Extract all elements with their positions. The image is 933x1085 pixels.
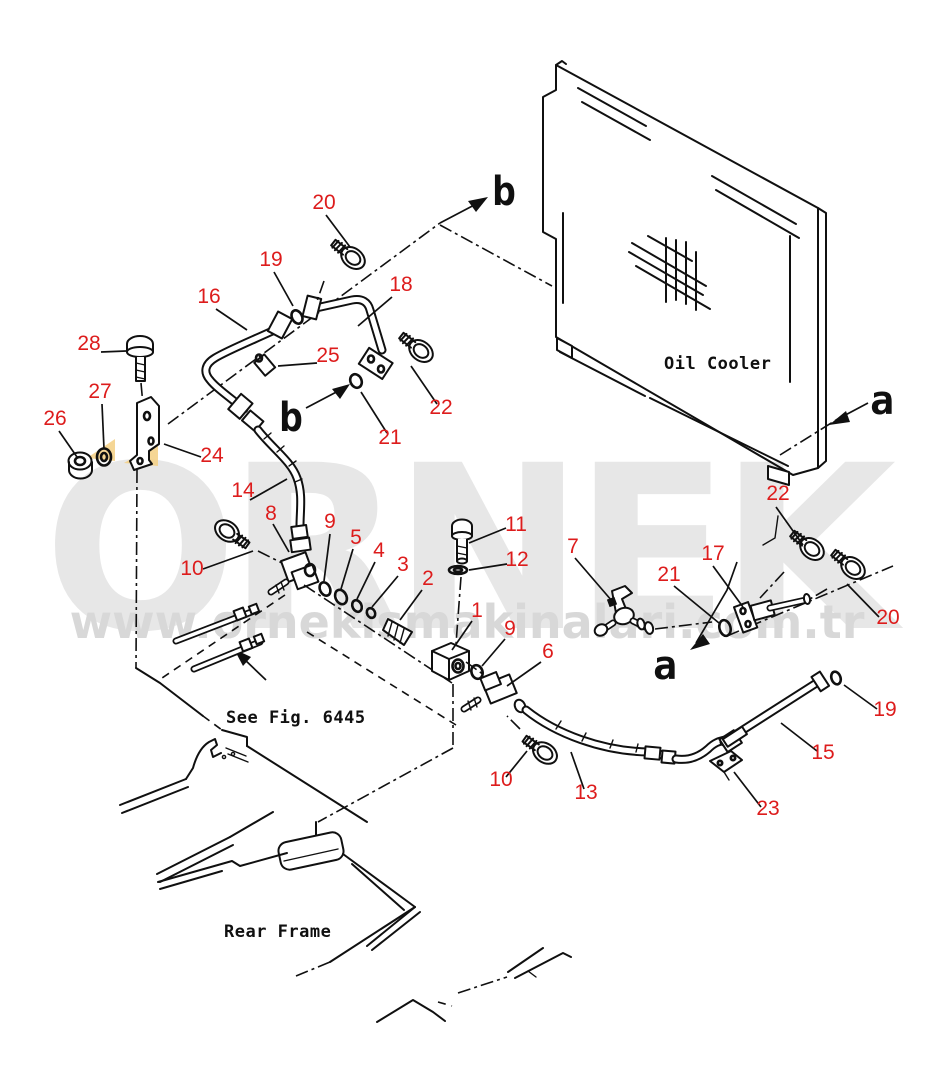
oil-cooler-panel: Oil Cooler <box>542 60 827 486</box>
part-label-9-lower: 9 <box>504 617 516 640</box>
bolt-20-top <box>316 234 371 302</box>
washer-4 <box>350 598 364 614</box>
washer-21-right <box>654 618 733 638</box>
nut-26 <box>67 451 93 480</box>
part-label-16: 16 <box>197 285 220 308</box>
clamp-23 <box>709 725 748 781</box>
bolt-10-bottom <box>506 715 563 770</box>
part-label-22-right: 22 <box>766 482 789 505</box>
part-label-10-bottom: 10 <box>489 768 512 791</box>
see-fig-label: See Fig. 6445 <box>226 708 366 728</box>
washer-19-right <box>829 670 843 686</box>
bolt-22-right <box>759 525 830 599</box>
washer-3 <box>365 606 377 620</box>
rear-frame-art: See Fig. 6445 Rear Frame <box>119 469 572 1023</box>
watermark: ORNEK www.ornekismakinalari.com.tr <box>44 416 914 682</box>
part-label-13: 13 <box>574 781 597 804</box>
part-label-14: 14 <box>231 479 255 502</box>
clamp-25 <box>253 353 277 377</box>
bracket-24 <box>129 396 160 471</box>
part-label-20-right: 20 <box>876 606 899 629</box>
hose-14 <box>253 425 312 554</box>
part-label-8: 8 <box>265 502 277 525</box>
tube-16 <box>201 310 294 433</box>
arrow-a-bottom-icon <box>690 634 710 650</box>
cooler-fin-symbol <box>628 235 711 311</box>
washer-21-top <box>348 372 364 390</box>
tube-18 <box>301 294 394 381</box>
part-label-21-right: 21 <box>657 563 680 586</box>
washer-12 <box>447 564 469 576</box>
section-line-a <box>305 384 894 650</box>
part-label-4: 4 <box>373 539 385 562</box>
view-letter-a-bottom: a <box>653 643 677 689</box>
washer-19-top <box>290 309 304 325</box>
part-label-1: 1 <box>471 599 483 622</box>
watermark-url: www.ornekismakinalari.com.tr <box>70 595 865 649</box>
part-label-19-right: 19 <box>873 698 896 721</box>
hose-13 <box>521 705 680 765</box>
block-1 <box>431 642 470 681</box>
part-label-20-top: 20 <box>312 191 335 214</box>
part-label-7: 7 <box>567 535 579 558</box>
elbow-17 <box>732 515 812 634</box>
spring-2 <box>382 618 413 646</box>
part-label-3: 3 <box>397 553 409 576</box>
part-label-15: 15 <box>811 741 834 764</box>
washer-9 <box>318 581 332 597</box>
washer-5 <box>333 588 349 606</box>
part-label-24: 24 <box>200 444 224 467</box>
bolt-22-top <box>394 327 439 368</box>
part-label-21-top: 21 <box>378 426 401 449</box>
part-label-6: 6 <box>542 640 554 663</box>
part-label-10-left: 10 <box>180 557 203 580</box>
part-label-27: 27 <box>88 380 111 403</box>
part-label-11: 11 <box>505 513 527 536</box>
part-label-28: 28 <box>77 332 100 355</box>
part-label-22-top: 22 <box>429 396 452 419</box>
part-label-26: 26 <box>43 407 66 430</box>
frame-stub-tubes <box>161 594 286 679</box>
view-letter-b-top: b <box>492 169 516 215</box>
part-label-5: 5 <box>350 526 362 549</box>
tube-15 <box>671 670 831 764</box>
part-label-12: 12 <box>505 548 528 571</box>
bolt-20-right <box>809 544 871 600</box>
bolt-11 <box>451 518 473 645</box>
rear-frame-label: Rear Frame <box>224 922 331 942</box>
view-letter-b-mid: b <box>279 395 303 441</box>
valve-7 <box>593 585 655 637</box>
bolt-28 <box>126 335 154 439</box>
arrow-b-mid-icon <box>332 384 350 399</box>
part-label-2: 2 <box>422 567 434 590</box>
elbow-8 <box>267 551 320 596</box>
callouts: 20 19 16 18 28 25 22 27 26 21 24 14 8 9 … <box>43 191 899 820</box>
arrow-a-right-icon <box>829 411 850 425</box>
view-letter-a-right: a <box>870 378 894 424</box>
part-label-23: 23 <box>756 797 779 820</box>
bolt-10-left <box>209 514 283 564</box>
frame-foot-pad <box>277 831 345 871</box>
elbow-6 <box>460 671 527 714</box>
section-line-b <box>167 197 553 425</box>
part-label-18: 18 <box>389 273 412 296</box>
washer-chain <box>303 581 453 684</box>
arrow-b-top-icon <box>468 197 488 212</box>
view-letters: b b a a <box>279 169 894 689</box>
oil-cooler-label: Oil Cooler <box>664 354 771 374</box>
part-label-9: 9 <box>324 510 336 533</box>
part-label-19-top: 19 <box>259 248 282 271</box>
part-label-17: 17 <box>701 542 724 565</box>
part-label-25: 25 <box>316 344 339 367</box>
